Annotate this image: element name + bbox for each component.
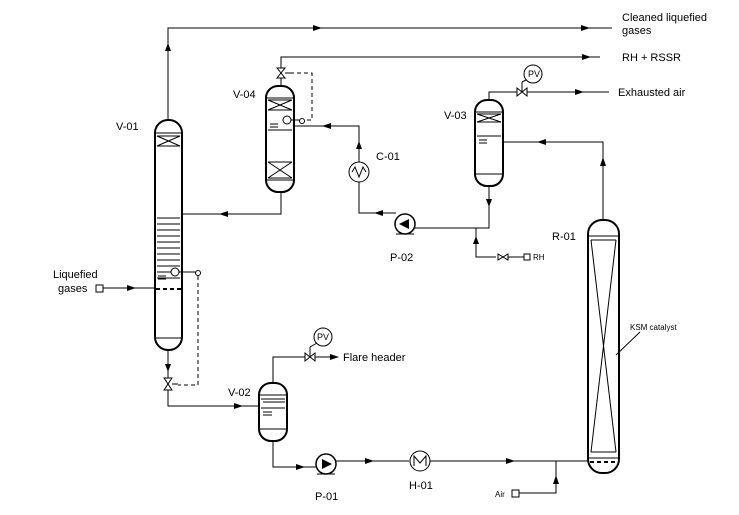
- v02-pv-label: PV: [317, 332, 329, 342]
- p01-pump: [315, 453, 337, 475]
- v02-to-p01-line: [272, 441, 316, 468]
- cleaned-liquefied-label-line1: Cleaned liquefied: [622, 12, 707, 24]
- v01-trays: [157, 217, 180, 279]
- air-injection-stream: [511, 461, 559, 498]
- v02-label: V-02: [228, 387, 251, 399]
- v01-level-control-signal: [178, 276, 199, 386]
- r01-label: R-01: [552, 231, 576, 243]
- v03-label: V-03: [444, 110, 467, 122]
- rh-rssr-stream: [275, 54, 600, 86]
- v04-to-v01-reflux-line: [182, 192, 282, 215]
- v01-bottom-outlet: [163, 350, 259, 409]
- p01-label: P-01: [315, 491, 338, 503]
- p02-label: P-02: [390, 252, 413, 264]
- liquefied-gases-label-line1: Liquefied: [53, 269, 98, 281]
- v04-level-control-signal: [290, 72, 313, 121]
- v04-label: V-04: [233, 89, 256, 101]
- rh-injection-stream: [473, 228, 531, 261]
- air-label: Air: [495, 490, 505, 499]
- h01-label: H-01: [409, 480, 433, 492]
- r01-to-v03-line: [503, 141, 604, 220]
- rh-rssr-label: RH + RSSR: [622, 52, 681, 64]
- v03-to-p02-line: [412, 186, 490, 229]
- liquefied-gases-label-line2: gases: [58, 283, 88, 295]
- r01-reactor: [587, 219, 641, 474]
- liquefied-gases-inlet-marker: [95, 284, 104, 293]
- c01-cooler: [348, 161, 370, 183]
- v01-column: [154, 119, 201, 351]
- p01-to-r01-line: [336, 450, 588, 472]
- cleaned-liquefied-label-line2: gases: [622, 25, 652, 37]
- cleaned-gases-stream: [165, 25, 612, 120]
- p02-to-c01-line: [358, 182, 396, 214]
- c01-to-v04-line: [294, 125, 360, 162]
- flare-header-label: Flare header: [343, 352, 406, 364]
- rh-label: RH: [533, 253, 545, 262]
- p02-pump: [394, 213, 416, 235]
- c01-label: C-01: [376, 151, 400, 163]
- v01-label: V-01: [116, 121, 139, 133]
- exhausted-air-stream: [488, 64, 609, 100]
- v03-pv-label: PV: [528, 69, 540, 79]
- v02-vessel: [258, 382, 288, 442]
- ksm-catalyst-leader: [615, 331, 641, 356]
- v03-vessel: [474, 99, 504, 187]
- flare-header-stream: [272, 327, 339, 383]
- exhausted-air-label: Exhausted air: [618, 87, 686, 99]
- v04-vessel: [265, 85, 305, 193]
- ksm-catalyst-label: KSM catalyst: [630, 323, 677, 332]
